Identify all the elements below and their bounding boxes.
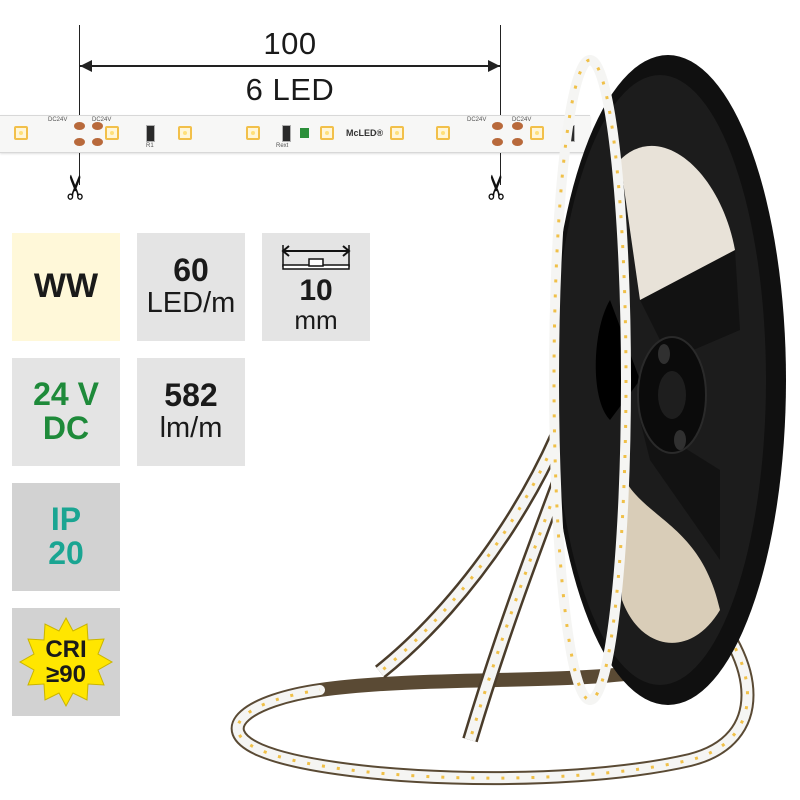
cri-badge-icon — [18, 616, 114, 708]
resistor — [282, 125, 291, 142]
diode-component — [300, 128, 309, 138]
cri-label: CRI — [45, 635, 87, 663]
led-strip-segment: DC24V DC24V R1 Rext McLED® DC24V DC24V — [0, 115, 590, 153]
voltage-type: DC — [42, 410, 90, 446]
voltage-marking: DC24V — [512, 117, 532, 123]
led-per-segment-label: 6 LED — [245, 72, 335, 107]
ip-rating-label: IP — [50, 501, 82, 538]
led-chip — [530, 126, 544, 140]
cri-value: ≥90 — [46, 661, 86, 688]
solder-pad — [492, 138, 503, 146]
led-chip — [246, 126, 260, 140]
led-density-value: 60 — [173, 252, 209, 289]
voltage-tile: 24 V DC — [12, 358, 120, 466]
resistor — [566, 125, 575, 142]
strip-width-unit: mm — [294, 305, 338, 336]
dimension-right-arrow-icon — [488, 60, 500, 72]
strip-width-tile: 10 mm — [262, 233, 370, 341]
solder-pad — [74, 138, 85, 146]
luminous-flux-value: 582 — [164, 377, 218, 414]
scissors-icon: ✂ — [57, 172, 96, 202]
brand-logo: McLED® — [346, 128, 384, 138]
voltage-marking: DC24V — [92, 117, 112, 123]
resistor-label: R1 — [146, 143, 154, 149]
led-density-tile: 60 LED/m — [137, 233, 245, 341]
strip-width-value: 10 — [299, 273, 333, 307]
solder-pad — [492, 122, 503, 130]
ip-rating-tile: IP 20 — [12, 483, 120, 591]
led-chip — [14, 126, 28, 140]
solder-pad — [92, 138, 103, 146]
led-chip — [390, 126, 404, 140]
luminous-flux-unit: lm/m — [159, 411, 223, 444]
luminous-flux-tile: 582 lm/m — [137, 358, 245, 466]
color-temp-tile: WW — [12, 233, 120, 341]
dimension-line — [80, 65, 500, 67]
strip-length-label: 100 — [263, 26, 317, 61]
color-temp-label: WW — [33, 267, 99, 306]
resistor — [146, 125, 155, 142]
solder-pad — [74, 122, 85, 130]
dimension-left-arrow-icon — [80, 60, 92, 72]
voltage-marking: DC24V — [467, 117, 487, 123]
led-chip — [436, 126, 450, 140]
led-chip — [105, 126, 119, 140]
solder-pad — [512, 122, 523, 130]
scissors-icon: ✂ — [478, 172, 517, 202]
led-chip — [178, 126, 192, 140]
cri-tile: CRI ≥90 — [12, 608, 120, 716]
solder-pad — [92, 122, 103, 130]
led-chip — [320, 126, 334, 140]
strip-width-icon — [281, 244, 351, 270]
voltage-value: 24 V — [33, 376, 99, 413]
resistor-label: Rext — [276, 143, 289, 149]
dimension-left-extension — [79, 25, 80, 185]
voltage-marking: DC24V — [48, 117, 68, 123]
solder-pad — [512, 138, 523, 146]
led-density-unit: LED/m — [146, 286, 236, 319]
ip-rating-value: 20 — [48, 535, 84, 571]
dimension-right-extension — [500, 25, 501, 185]
